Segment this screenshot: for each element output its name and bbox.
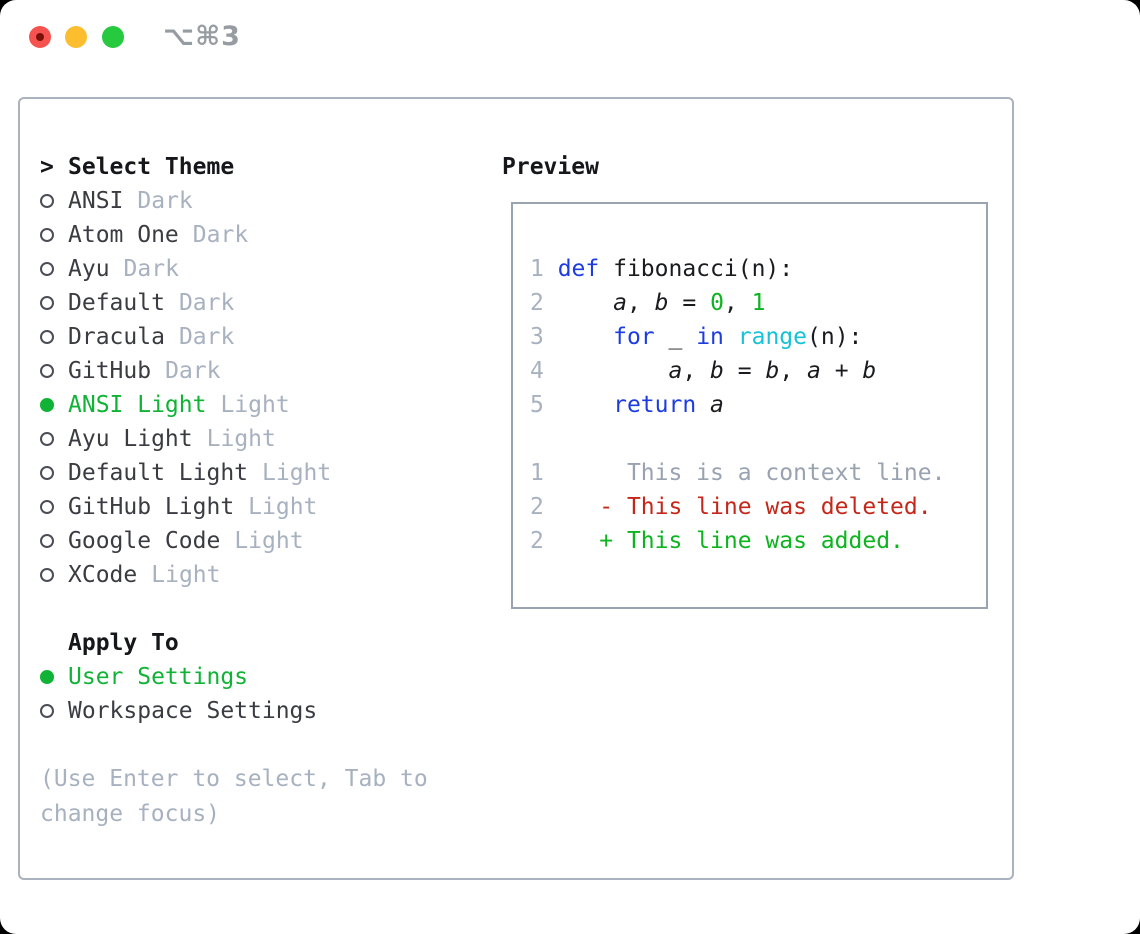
theme-option-github[interactable]: GitHub Dark <box>40 354 480 388</box>
option-label: Default Light <box>68 460 249 486</box>
theme-option-github-light[interactable]: GitHub Light Light <box>40 490 480 524</box>
radio-icon <box>40 296 54 310</box>
theme-option-default[interactable]: Default Dark <box>40 286 480 320</box>
option-label: GitHub Light <box>68 494 235 520</box>
theme-variant-tag: Light <box>206 426 276 452</box>
close-dot-icon <box>36 33 44 41</box>
option-label: ANSI Light <box>68 392 207 418</box>
preview-box: 1 def fibonacci(n): 2 a, b = 0, 1 3 for _ … <box>511 202 988 609</box>
select-theme-header: > Select Theme <box>40 150 480 184</box>
radio-icon <box>40 432 54 446</box>
option-label: Google Code <box>68 528 221 554</box>
theme-option-google-code[interactable]: Google Code Light <box>40 524 480 558</box>
option-label: XCode <box>68 562 138 588</box>
theme-option-dracula[interactable]: Dracula Dark <box>40 320 480 354</box>
radio-icon <box>40 704 54 718</box>
theme-option-ansi[interactable]: ANSI Dark <box>40 184 480 218</box>
theme-option-default-light[interactable]: Default Light Light <box>40 456 480 490</box>
theme-option-xcode[interactable]: XCode Light <box>40 558 480 592</box>
option-label: GitHub <box>68 358 152 384</box>
window-title-shortcut: ⌥⌘3 <box>163 21 241 52</box>
radio-icon <box>40 568 54 582</box>
preview-blank-line <box>530 422 986 456</box>
theme-selector-column: > Select Theme ANSI Dark Atom One Dark A… <box>40 150 480 832</box>
theme-variant-tag: Dark <box>192 222 249 248</box>
focus-cursor-icon: > <box>40 154 54 180</box>
theme-variant-tag: Light <box>151 562 221 588</box>
diff-line-deleted: 2 - This line was deleted. <box>530 494 932 520</box>
theme-option-ayu-light[interactable]: Ayu Light Light <box>40 422 480 456</box>
radio-icon <box>40 398 54 412</box>
close-button[interactable] <box>29 26 51 48</box>
apply-to-list: User Settings Workspace Settings <box>40 660 480 728</box>
apply-option-workspace-settings[interactable]: Workspace Settings <box>40 694 480 728</box>
theme-list: ANSI Dark Atom One Dark Ayu Dark Default… <box>40 184 480 592</box>
theme-option-ayu[interactable]: Ayu Dark <box>40 252 480 286</box>
code-line: 3 for _ in range(n): <box>530 324 863 350</box>
diff-preview: 1 This is a context line. 2 - This line w… <box>530 456 986 558</box>
theme-variant-tag: Light <box>234 528 304 554</box>
minimize-button[interactable] <box>65 26 87 48</box>
theme-variant-tag: Dark <box>178 290 235 316</box>
theme-variant-tag: Dark <box>137 188 193 214</box>
radio-icon <box>40 466 54 480</box>
option-label: Ayu Light <box>68 426 193 452</box>
theme-variant-tag: Light <box>262 460 332 486</box>
apply-to-header: Apply To <box>40 626 480 660</box>
radio-icon <box>40 262 54 276</box>
code-line: 2 a, b = 0, 1 <box>530 290 766 316</box>
radio-icon <box>40 364 54 378</box>
radio-icon <box>40 330 54 344</box>
diff-line-context: 1 This is a context line. <box>530 460 946 486</box>
radio-icon <box>40 194 54 208</box>
theme-variant-tag: Light <box>248 494 318 520</box>
code-line: 4 a, b = b, a + b <box>530 358 877 384</box>
option-label: Workspace Settings <box>68 698 318 724</box>
radio-icon <box>40 670 54 684</box>
code-line: 1 def fibonacci(n): <box>530 256 794 282</box>
titlebar: ⌥⌘3 <box>0 0 1140 74</box>
radio-icon <box>40 534 54 548</box>
spacer <box>40 592 480 626</box>
option-label: Dracula <box>68 324 165 350</box>
keyboard-hint-text: (Use Enter to select, Tab to change focu… <box>40 766 428 827</box>
radio-icon <box>40 228 54 242</box>
code-preview: 1 def fibonacci(n): 2 a, b = 0, 1 3 for _ … <box>530 252 986 422</box>
theme-dialog-panel: > Select Theme ANSI Dark Atom One Dark A… <box>18 97 1014 880</box>
theme-variant-tag: Light <box>220 392 290 418</box>
maximize-button[interactable] <box>102 26 124 48</box>
theme-variant-tag: Dark <box>165 358 221 384</box>
select-theme-title: Select Theme <box>68 154 235 180</box>
option-label: Ayu <box>68 256 110 282</box>
theme-variant-tag: Dark <box>178 324 235 350</box>
apply-to-title: Apply To <box>68 630 179 656</box>
option-label: User Settings <box>68 664 249 690</box>
option-label: Atom One <box>68 222 179 248</box>
theme-option-atom-one[interactable]: Atom One Dark <box>40 218 480 252</box>
option-label: Default <box>68 290 165 316</box>
theme-variant-tag: Dark <box>123 256 179 282</box>
preview-title: Preview <box>502 154 599 180</box>
option-label: ANSI <box>68 188 124 214</box>
radio-icon <box>40 500 54 514</box>
theme-option-ansi-light[interactable]: ANSI Light Light <box>40 388 480 422</box>
apply-option-user-settings[interactable]: User Settings <box>40 660 480 694</box>
diff-line-added: 2 + This line was added. <box>530 528 904 554</box>
code-line: 5 return a <box>530 392 724 418</box>
